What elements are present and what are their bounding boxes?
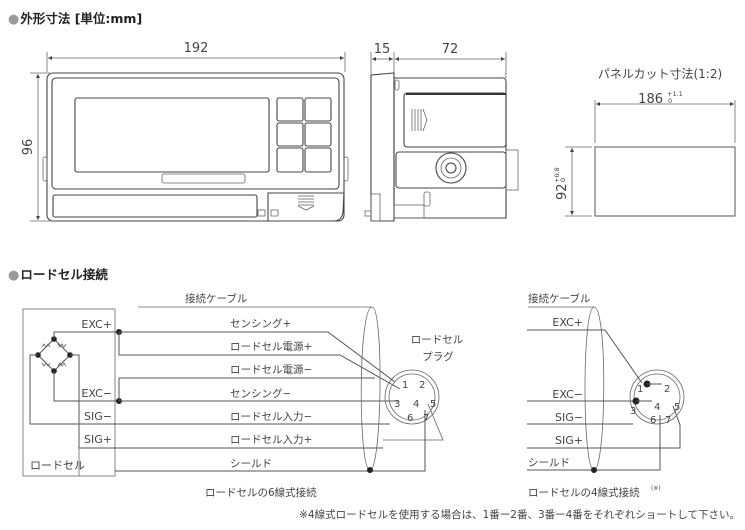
pin-2: 2 bbox=[419, 380, 425, 391]
wire-label-power-plus: ロードセル電源+ bbox=[230, 340, 312, 353]
panel-cut-height-tol-plus: +0.8 bbox=[553, 167, 561, 183]
wire-label-power-minus: ロードセル電源− bbox=[230, 363, 312, 376]
bezel-side bbox=[370, 72, 395, 222]
four-pin-6: 6 bbox=[650, 415, 656, 426]
key-button bbox=[276, 97, 304, 122]
front-panel bbox=[51, 77, 340, 190]
four-wire-sig-minus: SIG− bbox=[555, 411, 583, 424]
terminal-cover bbox=[267, 192, 345, 222]
four-wire-sig-plus: SIG+ bbox=[555, 434, 583, 447]
four-pin-3: 3 bbox=[630, 406, 636, 417]
front-view: 192 96 bbox=[21, 41, 349, 222]
key-button bbox=[304, 147, 332, 173]
panel-cut-width: 186 bbox=[638, 92, 663, 107]
width-dimension: 192 bbox=[184, 41, 209, 56]
panel-cut-height-tol-minus: 0 bbox=[559, 178, 567, 182]
loadcell-box bbox=[22, 308, 116, 477]
four-wire-shield: シールド bbox=[528, 457, 570, 469]
label-slot bbox=[161, 173, 246, 184]
panel-cut-outline bbox=[594, 146, 736, 217]
height-dimension: 96 bbox=[21, 139, 36, 156]
four-pin-7: 7 bbox=[665, 415, 671, 426]
terminal-sig-plus: SIG+ bbox=[84, 433, 112, 446]
pin-1: 1 bbox=[402, 380, 408, 391]
keypad bbox=[276, 97, 332, 173]
wiring-section-title: ●ロードセル接続 bbox=[8, 264, 108, 283]
terminal-exc-minus: EXC− bbox=[81, 387, 112, 400]
panel-cut-view: パネルカット寸法(1:2) 186 +1.1 0 92 +0.8 0 bbox=[553, 67, 736, 217]
unit-label-strip bbox=[52, 194, 258, 218]
device-body bbox=[46, 72, 345, 222]
four-pin-2: 2 bbox=[664, 384, 670, 395]
four-pin-5: 5 bbox=[674, 402, 680, 413]
panel-cut-height: 92 bbox=[555, 183, 570, 200]
wire-label-input-plus: ロードセル入力+ bbox=[230, 433, 312, 446]
four-wire-caption: ロードセルの4線式接続 bbox=[528, 486, 640, 499]
panel-cut-title: パネルカット寸法(1:2) bbox=[598, 67, 722, 81]
terminal-exc-plus: EXC+ bbox=[81, 318, 112, 331]
body-depth-dimension: 72 bbox=[442, 42, 459, 57]
side-view: 15 72 bbox=[364, 42, 519, 222]
wire-label-input-minus: ロードセル入力− bbox=[230, 410, 312, 423]
key-button bbox=[304, 122, 332, 147]
front-depth-dimension: 15 bbox=[374, 42, 391, 57]
four-wire-exc-plus: EXC+ bbox=[552, 316, 583, 329]
strain-gauge-bridge bbox=[35, 336, 73, 374]
wire-label-shield: シールド bbox=[230, 458, 272, 470]
four-wire-exc-minus: EXC− bbox=[552, 388, 583, 401]
four-wire-plug: 1 2 3 4 5 6 7 bbox=[629, 369, 685, 426]
bullet-icon: ● bbox=[8, 12, 20, 27]
pin-7: 7 bbox=[423, 413, 429, 424]
connector-socket bbox=[435, 152, 467, 184]
wiring-title-text: ロードセル接続 bbox=[20, 267, 108, 282]
key-button bbox=[276, 147, 304, 173]
loadcell-plug: 1 2 3 4 5 6 7 bbox=[383, 369, 444, 441]
four-wire-shield-dot bbox=[591, 467, 597, 473]
pin-5: 5 bbox=[430, 399, 436, 410]
cable-label: 接続ケーブル bbox=[185, 292, 247, 305]
display-window bbox=[74, 97, 270, 173]
pin-3: 3 bbox=[394, 399, 400, 410]
cover-grip-icon bbox=[297, 195, 315, 211]
cover-grip-icon bbox=[411, 108, 428, 132]
key-button bbox=[304, 97, 332, 122]
four-wire-caption-note: (※) bbox=[651, 485, 661, 492]
panel-cut-width-tol-plus: +1.1 bbox=[667, 90, 683, 98]
shield-junction-dot bbox=[367, 467, 373, 473]
upper-cover bbox=[403, 92, 507, 148]
plug-label-plug: プラグ bbox=[422, 350, 454, 363]
four-wire-diagram: 接続ケーブル EXC+ EXC− SIG− SIG+ シールド 1 2 3 4 … bbox=[527, 292, 685, 499]
six-wire-caption: ロードセルの6線式接続 bbox=[205, 486, 317, 499]
six-wire-diagram: ロードセル EXC+ EXC− SIG− SIG+ センシング+ ロードセル電源… bbox=[22, 292, 464, 499]
loadcell-label: ロードセル bbox=[30, 459, 85, 472]
pin-4: 4 bbox=[413, 399, 419, 410]
four-pin-4: 4 bbox=[654, 402, 660, 413]
dimensions-title-text: 外形寸法 [単位:mm] bbox=[20, 11, 143, 26]
wire-label-sense-minus: センシング− bbox=[230, 387, 291, 400]
housing bbox=[393, 77, 507, 219]
terminal-sig-minus: SIG− bbox=[84, 410, 112, 423]
four-wire-cable-sheath bbox=[584, 306, 605, 471]
panel-cut-width-tol-minus: 0 bbox=[668, 97, 672, 105]
bullet-icon: ● bbox=[8, 268, 20, 283]
cable-sheath bbox=[360, 306, 381, 471]
four-wire-cable-label: 接続ケーブル bbox=[528, 292, 590, 305]
wire-label-sense-plus: センシング+ bbox=[230, 317, 291, 330]
dimensions-section-title: ●外形寸法 [単位:mm] bbox=[8, 8, 142, 27]
footnote: ※4線式ロードセルを使用する場合は、1番ー2番、3番ー4番をそれぞれショートして… bbox=[299, 508, 740, 521]
key-button bbox=[276, 122, 304, 147]
pin-6: 6 bbox=[407, 413, 413, 424]
four-pin-1: 1 bbox=[637, 384, 643, 395]
plug-label-loadcell: ロードセル bbox=[411, 334, 464, 346]
